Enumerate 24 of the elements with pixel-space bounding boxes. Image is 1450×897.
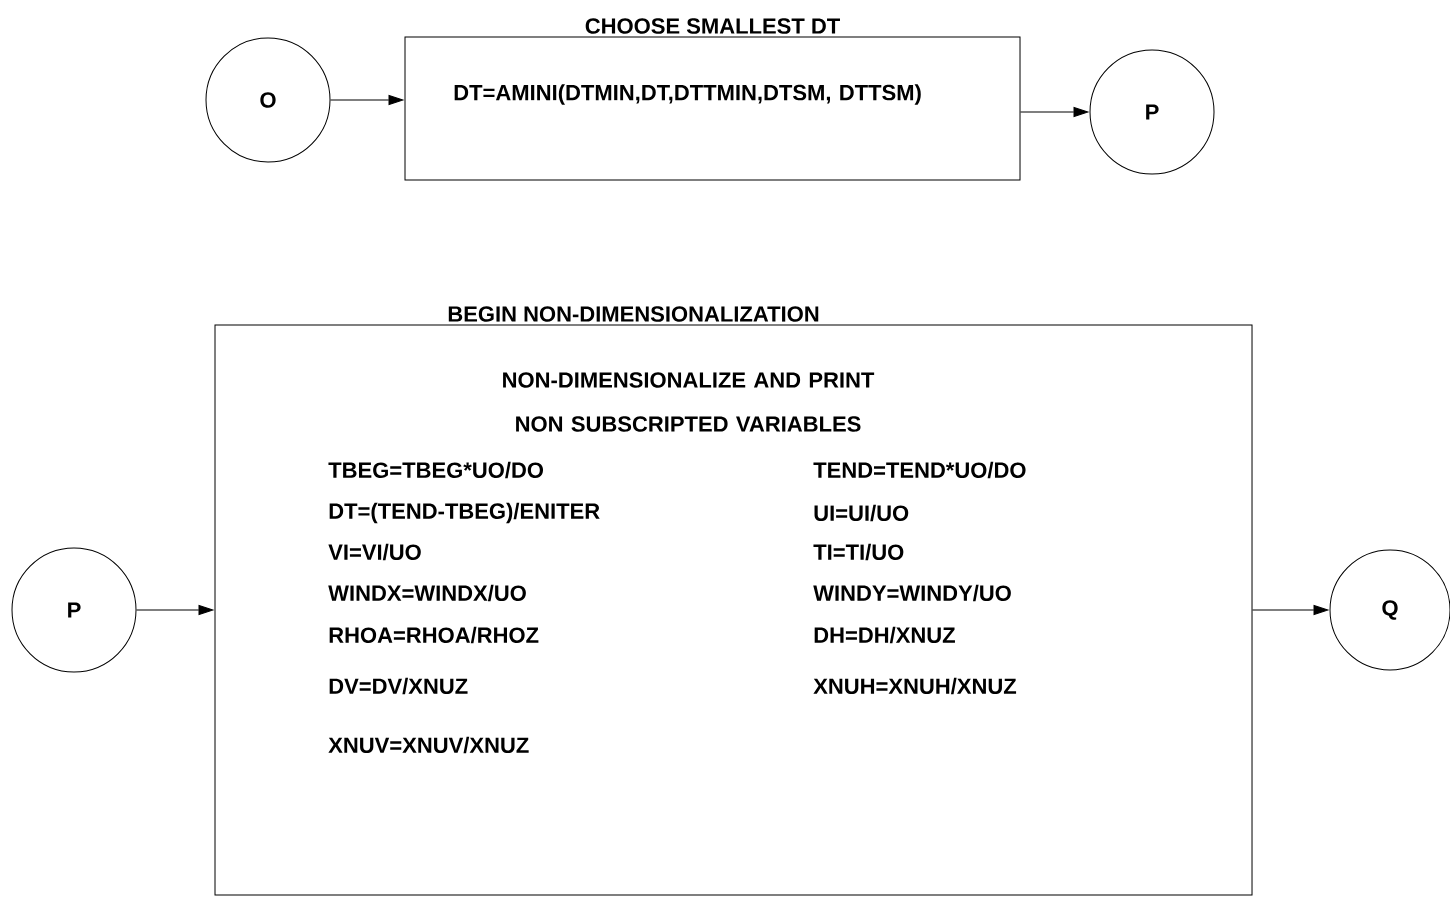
arrow — [330, 95, 404, 105]
assignment-text: DV=DV/XNUZ — [329, 677, 468, 695]
formula-text: DT=AMINI(DTMIN,DT,DTTMIN,DTSM, DTTSM) — [454, 84, 921, 105]
arrow — [1020, 107, 1089, 117]
assignment-text: WINDX=WINDX/UO — [328, 584, 526, 602]
box-heading: CHOOSE SMALLEST DT — [585, 18, 840, 34]
assignment-text: TEND=TEND*UO/DO — [813, 461, 1026, 479]
arrow — [136, 605, 214, 615]
box-title: NON-DIMENSIONALIZE AND PRINT NON SUBSCRIPTED VARIABLES — [503, 372, 875, 432]
assignment-text: VI=VI/UO — [328, 543, 421, 561]
assignment-text: TBEG=TBEG*UO/DO — [328, 461, 544, 479]
circle-node: O — [205, 37, 331, 163]
circle-node: P — [11, 547, 137, 673]
assignment-text: TI=TI/UO — [813, 543, 904, 561]
arrow — [1252, 605, 1329, 615]
assignment-text: RHOA=RHOA/RHOZ — [329, 626, 539, 644]
assignment-text: XNUH=XNUH/XNUZ — [813, 677, 1017, 695]
circle-node: P — [1089, 49, 1215, 175]
box-heading: BEGIN NON-DIMENSIONALIZATION — [448, 306, 819, 322]
assignment-text: UI=UI/UO — [814, 504, 909, 522]
assignment-text: DT=(TEND-TBEG)/ENITER — [329, 502, 600, 524]
assignment-text: XNUV=XNUV/XNUZ — [328, 736, 529, 754]
assignment-text: DH=DH/XNUZ — [814, 626, 955, 644]
assignment-text: WINDY=WINDY/UO — [813, 584, 1011, 602]
